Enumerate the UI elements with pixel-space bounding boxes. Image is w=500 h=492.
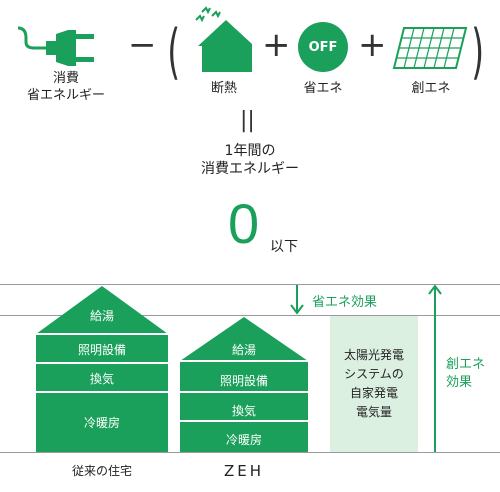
conventional-layer-lighting: 照明設備 [77,343,126,357]
result-suffix: 以下 [270,239,298,255]
open-paren: ( [167,17,181,87]
creation-effect-line1: 創エネ [446,357,486,372]
conventional-layer-ventilation: 換気 [89,372,114,386]
result-value: 0 [228,192,260,255]
conventional-layer-hot-water: 給湯 [89,309,114,323]
conventional-house [36,286,168,452]
plus-sign-2: + [358,25,387,65]
plug-icon [17,26,94,66]
consumption-label-line2: 省エネルギー [26,88,105,103]
zeh-layer-hvac: 冷暖房 [225,433,262,447]
off-badge-icon: OFF [298,22,348,72]
solar-box-line-4: 電気量 [355,405,392,419]
solar-box-line-1: 太陽光発電 [343,348,404,362]
result-label-line2: 消費エネルギー [201,161,299,177]
equals-sign: || [240,108,255,133]
consumption-label: 消費 省エネルギー [18,70,114,104]
minus-sign: − [128,25,157,65]
energy-saving-label: 省エネ [303,81,343,96]
saving-effect-label: 省エネ効果 [312,295,378,310]
up-arrow-icon [428,284,442,452]
creation-effect-line2: 効果 [446,375,473,390]
zeh-house [180,317,308,452]
conventional-layer-hvac: 冷暖房 [83,416,120,430]
solar-box-line-2: システムの [344,367,404,381]
ground-line [0,452,500,453]
conventional-caption: 従来の住宅 [71,464,132,478]
solar-panel-icon [392,27,468,69]
solar-generation-box: 太陽光発電 システムの 自家発電 電気量 [330,316,418,452]
house-heat-icon [195,6,252,72]
mid-guide-line [0,315,500,316]
solar-box-line-3: 自家発電 [349,386,398,400]
zeh-caption: ZEH [223,462,265,480]
plus-sign-1: + [262,25,291,65]
consumption-label-line1: 消費 [52,71,79,86]
insulation-label: 断熱 [210,81,237,96]
zeh-layer-ventilation: 換気 [231,404,256,418]
down-arrow-icon [290,285,304,315]
off-badge-text: OFF [308,39,338,55]
result-label-line1: 1年間の [224,143,276,159]
top-guide-line [0,284,500,285]
creation-effect-label: 創エネ 効果 [446,356,485,392]
energy-creation-label: 創エネ [411,81,451,96]
zeh-layer-hot-water: 給湯 [231,343,256,357]
result-label: 1年間の 消費エネルギー [180,142,320,178]
zeh-layer-lighting: 照明設備 [219,374,268,388]
close-paren: ) [471,17,485,87]
